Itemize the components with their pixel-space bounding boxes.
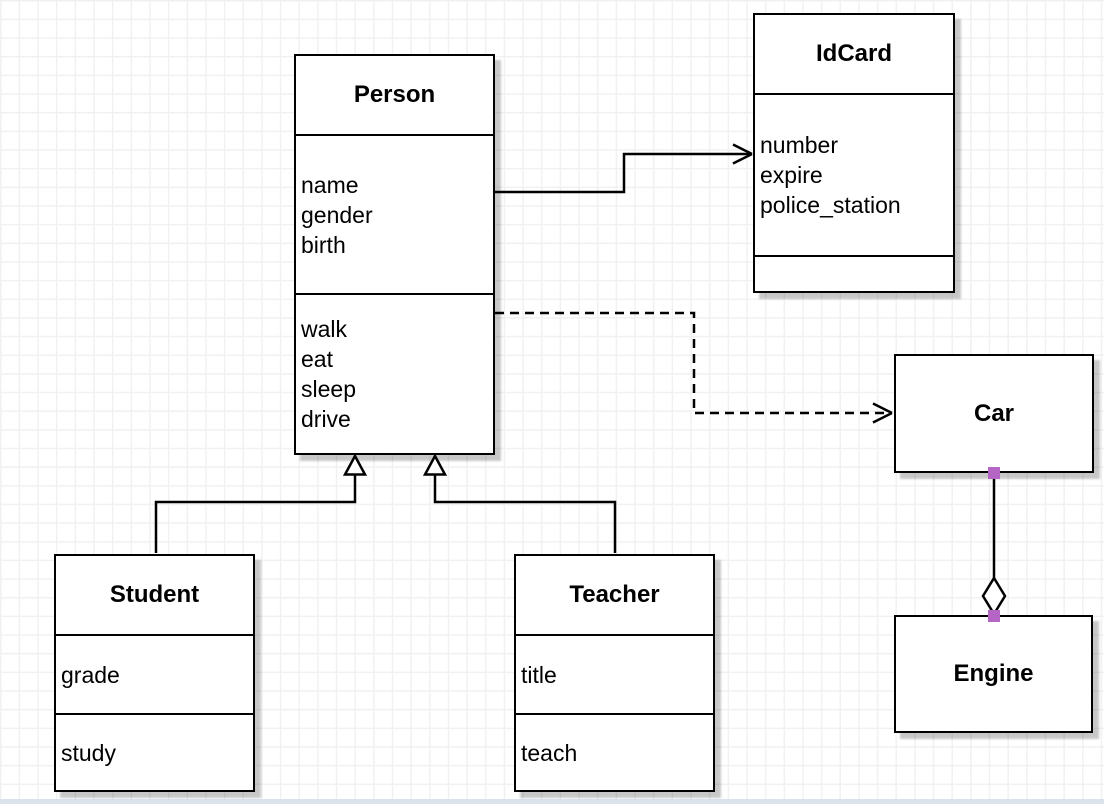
class-student-title: Student (109, 581, 200, 608)
canvas-bottom-edge-strip (0, 799, 1104, 804)
class-person-methods: walk eat sleep drive (296, 293, 493, 453)
class-person-attributes: name gender birth (296, 134, 493, 293)
hollow-triangle-icon (342, 453, 368, 476)
dependency-person-car[interactable] (495, 311, 893, 424)
hollow-triangle-icon (422, 453, 448, 476)
method-sleep: sleep (301, 376, 356, 402)
association-person-idcard[interactable] (495, 143, 753, 194)
class-idcard-title: IdCard (815, 40, 892, 67)
class-student-attributes: grade (56, 634, 253, 713)
attribute-title: title (521, 661, 557, 688)
class-teacher-title: Teacher (569, 581, 660, 608)
connector-line[interactable] (433, 475, 617, 553)
class-teacher[interactable]: Teacher title teach (514, 554, 715, 792)
attribute-number: number (760, 132, 838, 158)
method-drive: drive (301, 406, 351, 432)
attribute-grade: grade (61, 661, 120, 688)
class-person[interactable]: Person name gender birth walk eat sleep … (294, 54, 495, 455)
class-idcard-attributes: number expire police_station (755, 93, 953, 255)
class-student[interactable]: Student grade study (54, 554, 255, 792)
class-idcard[interactable]: IdCard number expire police_station (753, 13, 955, 293)
method-eat: eat (301, 346, 333, 372)
method-study: study (61, 739, 116, 766)
connector-line[interactable] (495, 311, 886, 415)
method-walk: walk (301, 316, 348, 342)
class-idcard-methods-empty (755, 255, 953, 291)
hollow-diamond-icon (981, 575, 1007, 617)
class-student-methods: study (56, 713, 253, 790)
connector-line[interactable] (495, 152, 750, 194)
attribute-name: name (301, 171, 359, 198)
connector-line[interactable] (154, 475, 357, 553)
open-arrowhead-icon (872, 402, 893, 424)
class-teacher-methods: teach (516, 713, 713, 790)
attribute-expire: expire (760, 162, 823, 188)
class-engine-title: Engine (953, 660, 1034, 687)
attribute-gender: gender (301, 201, 373, 228)
generalization-student-person[interactable] (154, 453, 368, 553)
class-car-title: Car (973, 399, 1015, 427)
class-teacher-attributes: title (516, 634, 713, 713)
aggregation-car-engine[interactable] (981, 475, 1007, 617)
class-person-title: Person (353, 81, 436, 108)
attribute-police-station: police_station (760, 192, 901, 218)
open-arrowhead-icon (732, 143, 753, 165)
class-car[interactable]: Car (894, 354, 1094, 473)
method-teach: teach (521, 739, 578, 766)
generalization-teacher-person[interactable] (422, 453, 617, 553)
attribute-birth: birth (301, 231, 346, 258)
class-engine[interactable]: Engine (894, 615, 1093, 733)
